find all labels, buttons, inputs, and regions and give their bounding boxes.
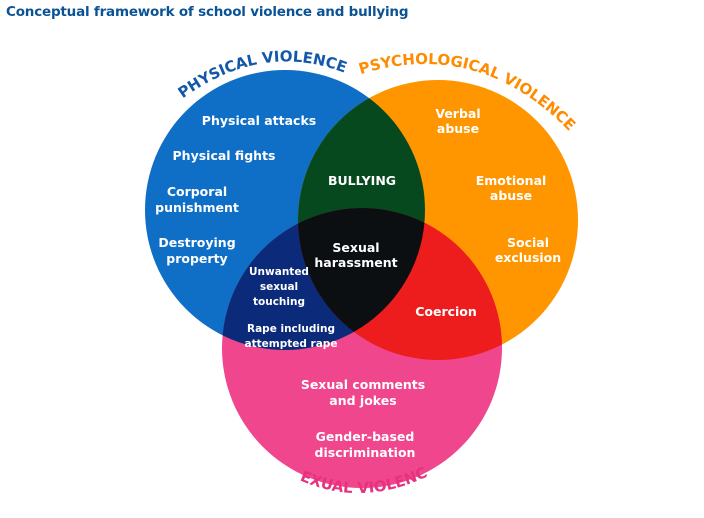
coercion-line-1: Coercion	[415, 304, 477, 319]
page-title: Conceptual framework of school violence …	[6, 4, 409, 20]
gender-discrimination-line-1: Gender-based	[316, 429, 415, 444]
unwanted-sexual-touching-label: Unwanted sexual touching	[249, 266, 309, 308]
unwanted-sexual-touching-line-2: sexual	[260, 281, 298, 293]
rape-line-1: Rape including	[247, 323, 335, 335]
unwanted-sexual-touching-line-1: Unwanted	[249, 266, 309, 278]
svg-text:Physical fights: Physical fights	[173, 148, 276, 163]
svg-text:Coercion: Coercion	[415, 304, 477, 319]
physical-fights-line-1: Physical fights	[173, 148, 276, 163]
destroying-property-line-2: property	[166, 251, 227, 266]
corporal-punishment-line-2: punishment	[155, 200, 239, 215]
emotional-abuse-line-1: Emotional	[476, 173, 547, 188]
svg-text:Physical attacks: Physical attacks	[202, 113, 316, 128]
emotional-abuse-line-2: abuse	[490, 188, 532, 203]
rape-line-2: attempted rape	[245, 338, 338, 350]
destroying-property-line-1: Destroying	[158, 235, 235, 250]
verbal-abuse-line-2: abuse	[437, 121, 479, 136]
physical-fights-label: Physical fights	[173, 148, 276, 163]
physical-attacks-label: Physical attacks	[202, 113, 316, 128]
coercion-label: Coercion	[415, 304, 477, 319]
sexual-harassment-line-1: Sexual	[332, 240, 379, 255]
svg-text:BULLYING: BULLYING	[328, 173, 396, 188]
sexual-comments-line-1: Sexual comments	[301, 377, 425, 392]
sexual-harassment-line-2: harassment	[314, 255, 397, 270]
verbal-abuse-line-1: Verbal	[435, 106, 480, 121]
physical-attacks-line-1: Physical attacks	[202, 113, 316, 128]
corporal-punishment-line-1: Corporal	[167, 184, 227, 199]
sexual-comments-line-2: and jokes	[329, 393, 396, 408]
bullying-line-1: BULLYING	[328, 173, 396, 188]
social-exclusion-line-2: exclusion	[495, 250, 561, 265]
bullying-label: BULLYING	[328, 173, 396, 188]
unwanted-sexual-touching-line-3: touching	[253, 296, 305, 308]
gender-discrimination-line-2: discrimination	[315, 445, 416, 460]
social-exclusion-line-1: Social	[507, 235, 549, 250]
rape-label: Rape including attempted rape	[245, 323, 338, 350]
